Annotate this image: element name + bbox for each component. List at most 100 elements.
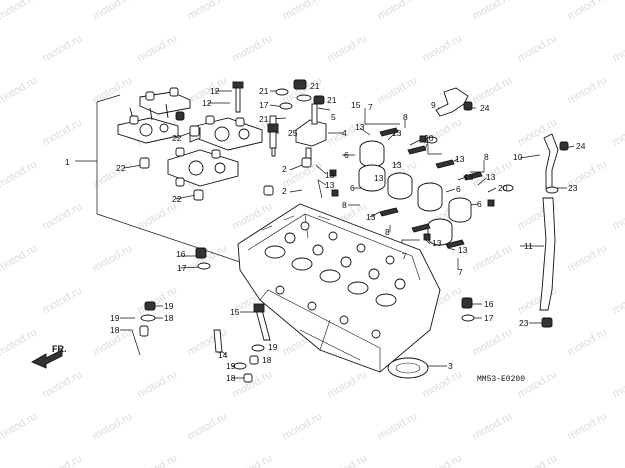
callout-label-c13c: 13 (455, 154, 465, 164)
watermark-text: motod.ru (41, 116, 85, 148)
watermark-text: motod.ru (136, 32, 180, 64)
callout-label-c12b: 12 (202, 98, 212, 108)
callout-label-c19c: 19 (268, 342, 278, 352)
front-direction-indicator: FR. (30, 344, 67, 369)
watermark-text: motod.ru (41, 200, 85, 232)
callout-label-c7b: 7 (424, 140, 429, 150)
callout-label-c6c: 6 (456, 184, 461, 194)
callout-label-c8c: 8 (342, 200, 347, 210)
watermark-text: motod.ru (281, 410, 325, 442)
watermark-text: motod.ru (376, 410, 420, 442)
callout-label-c4: 4 (342, 128, 347, 138)
callout-label-c21a: 21 (259, 86, 269, 96)
cylinder-head (237, 203, 441, 379)
callout-label-c6b: 6 (350, 183, 355, 193)
cam-holder-assembly (117, 81, 263, 201)
callout-label-c5: 5 (331, 112, 336, 122)
watermark-text: motod.ru (566, 74, 610, 106)
callout-label-c21c: 21 (259, 114, 269, 124)
callout-label-c25: 25 (288, 128, 298, 138)
callout-label-c7c: 7 (402, 251, 407, 261)
callout-label-c13i: 13 (486, 172, 496, 182)
callout-label-c20a: 20 (424, 133, 434, 143)
watermark-text: motod.ru (41, 368, 85, 400)
callout-label-c13a: 13 (355, 122, 365, 132)
callout-label-c18c: 18 (262, 355, 272, 365)
watermark-text: motod.ru (516, 284, 560, 316)
callout-label-c18a: 18 (164, 313, 174, 323)
watermark-text: motod.ru (326, 368, 370, 400)
watermark-text: motod.ru (136, 452, 180, 468)
callout-label-c1: 1 (65, 157, 70, 167)
callout-label-c13g: 13 (325, 170, 335, 180)
watermark-text: motod.ru (516, 368, 560, 400)
callout-label-c17a: 17 (259, 100, 269, 110)
watermark-text: motod.ru (376, 74, 420, 106)
watermark-text: motod.ru (0, 242, 39, 274)
callout-label-c7a: 7 (368, 102, 373, 112)
watermark-text: motod.ru (611, 368, 625, 400)
watermark-text: motod.ru (186, 0, 230, 23)
callout-label-c24b: 24 (576, 141, 586, 151)
diagram-code: MM53-E0200 (477, 375, 525, 384)
callout-label-c8a: 8 (403, 112, 408, 122)
watermark-text: motod.ru (91, 0, 135, 23)
watermark-text: motod.ru (611, 284, 625, 316)
callout-label-c16b: 16 (484, 299, 494, 309)
watermark-text: motod.ru (0, 158, 39, 190)
callout-label-c6d: 6 (477, 199, 482, 209)
callout-label-c19d: 19 (226, 361, 236, 371)
watermark-text: motod.ru (611, 452, 625, 468)
callout-label-c22a: 22 (172, 133, 182, 143)
watermark-text: motod.ru (326, 452, 370, 468)
callout-label-c19a: 19 (164, 301, 174, 311)
callout-label-c17b: 17 (177, 263, 187, 273)
watermark-text: motod.ru (516, 32, 560, 64)
callout-label-c13k: 13 (432, 238, 442, 248)
callout-label-c13e: 13 (392, 160, 402, 170)
watermark-text: motod.ru (231, 368, 275, 400)
watermark-text: motod.ru (471, 242, 515, 274)
callout-label-c20b: 20 (498, 183, 508, 193)
callout-label-c17c: 17 (484, 313, 494, 323)
callout-label-c22b: 22 (116, 163, 126, 173)
callout-label-c12a: 12 (210, 86, 220, 96)
callout-label-c7d: 7 (458, 267, 463, 277)
callout-label-c8b: 8 (484, 152, 489, 162)
callout-label-c18d: 18 (226, 373, 236, 383)
watermark-text: motod.ru (186, 242, 230, 274)
callout-label-c23b: 23 (519, 318, 529, 328)
watermark-text: motod.ru (91, 242, 135, 274)
callout-label-c13d: 13 (464, 172, 474, 182)
watermark-text: motod.ru (136, 368, 180, 400)
watermark-text: motod.ru (611, 116, 625, 148)
watermark-text: motod.ru (231, 32, 275, 64)
watermark-text: motod.ru (41, 32, 85, 64)
callout-label-c21d: 21 (327, 95, 337, 105)
watermark-text: motod.ru (471, 410, 515, 442)
watermark-text: motod.ru (471, 74, 515, 106)
watermark-text: motod.ru (0, 326, 39, 358)
callout-label-c18b: 18 (110, 325, 120, 335)
callout-label-c13b: 13 (392, 128, 402, 138)
watermark-text: motod.ru (0, 0, 39, 23)
callout-label-c15a: 15 (351, 100, 361, 110)
watermark-text: motod.ru (41, 452, 85, 468)
callout-label-c15b: 15 (230, 307, 240, 317)
callout-label-c6a: 6 (344, 150, 349, 160)
watermark-text: motod.ru (0, 74, 39, 106)
watermark-text: motod.ru (231, 452, 275, 468)
breather-pipes (435, 87, 569, 328)
callout-label-c2b: 2 (282, 186, 287, 196)
callout-label-c13j: 13 (366, 212, 376, 222)
watermark-text: motod.ru (136, 200, 180, 232)
callout-label-c21b: 21 (310, 81, 320, 91)
intake-insulators (329, 127, 514, 249)
callout-label-c8d: 8 (385, 227, 390, 237)
front-direction-label: FR. (52, 344, 67, 354)
callout-label-c3: 3 (448, 361, 453, 371)
watermark-text: motod.ru (566, 410, 610, 442)
callout-label-c14: 14 (218, 350, 228, 360)
callout-label-c13l: 13 (458, 245, 468, 255)
